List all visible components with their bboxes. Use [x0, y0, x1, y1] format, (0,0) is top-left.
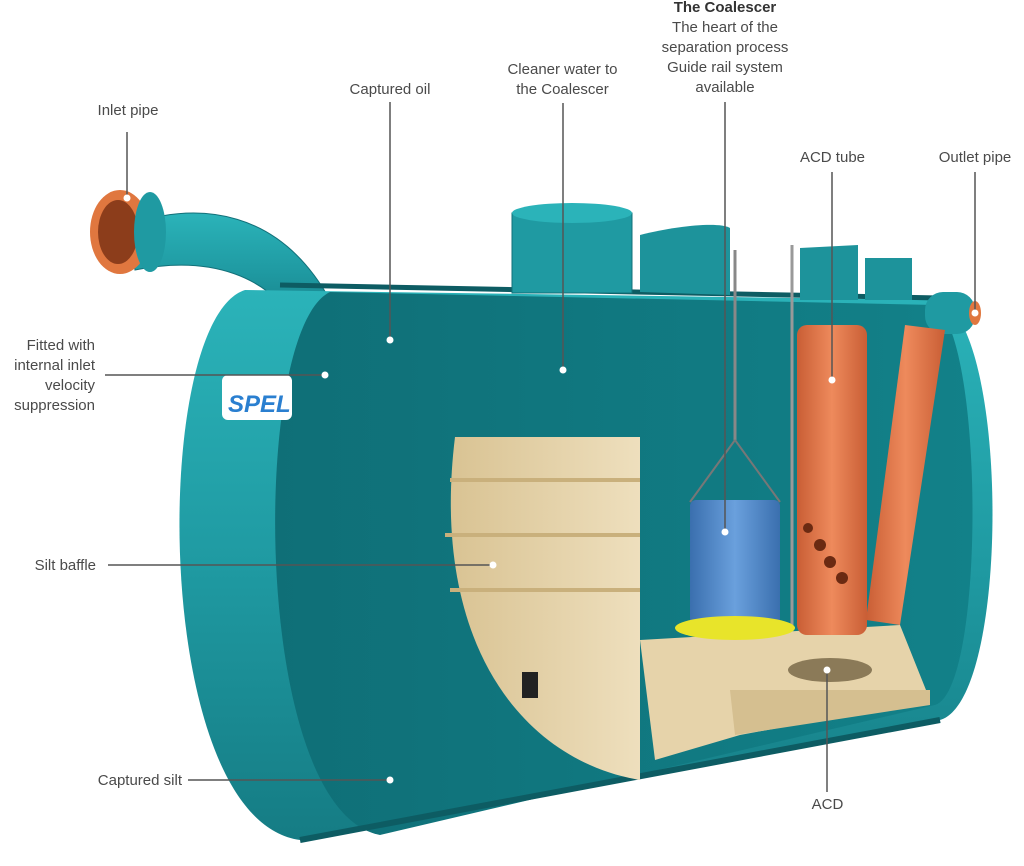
label-acd: ACD — [811, 796, 844, 813]
spel-logo-text: SPEL — [228, 391, 291, 418]
label-fitted-line-3: velocity — [44, 377, 95, 394]
silt-baffle — [445, 437, 640, 780]
label-cleaner-water-line-1: Cleaner water to — [507, 61, 618, 78]
label-coalescer-desc-1: The heart of the — [672, 19, 778, 36]
label-coalescer-title: The Coalescer — [673, 0, 777, 16]
leader-lines — [105, 102, 979, 792]
label-outlet-pipe: Outlet pipe — [938, 149, 1012, 166]
label-captured-silt: Captured silt — [97, 772, 182, 789]
label-coalescer-desc-3: Guide rail system — [667, 59, 783, 76]
label-coalescer-desc-4: available — [695, 79, 755, 96]
coalescer — [675, 245, 795, 640]
label-acd-tube: ACD tube — [799, 149, 866, 166]
spel-logo: SPEL — [222, 375, 292, 420]
label-fitted-line-4: suppression — [14, 397, 95, 414]
label-silt-baffle: Silt baffle — [34, 557, 96, 574]
acd-tubes — [797, 325, 945, 635]
access-risers — [511, 203, 912, 300]
label-inlet-pipe: Inlet pipe — [97, 102, 159, 119]
label-fitted-with: Fitted with internal inlet velocity supp… — [0, 336, 95, 416]
acd-platform — [640, 625, 930, 760]
label-coalescer-desc-2: separation process — [661, 39, 789, 56]
label-fitted-line-1: Fitted with — [26, 337, 95, 354]
label-captured-oil: Captured oil — [349, 81, 431, 98]
label-cleaner-water-line-2: the Coalescer — [516, 81, 609, 98]
label-coalescer: The Coalescer The heart of the separatio… — [640, 0, 810, 98]
label-cleaner-water: Cleaner water to the Coalescer — [490, 60, 635, 100]
label-fitted-line-2: internal inlet — [14, 357, 95, 374]
